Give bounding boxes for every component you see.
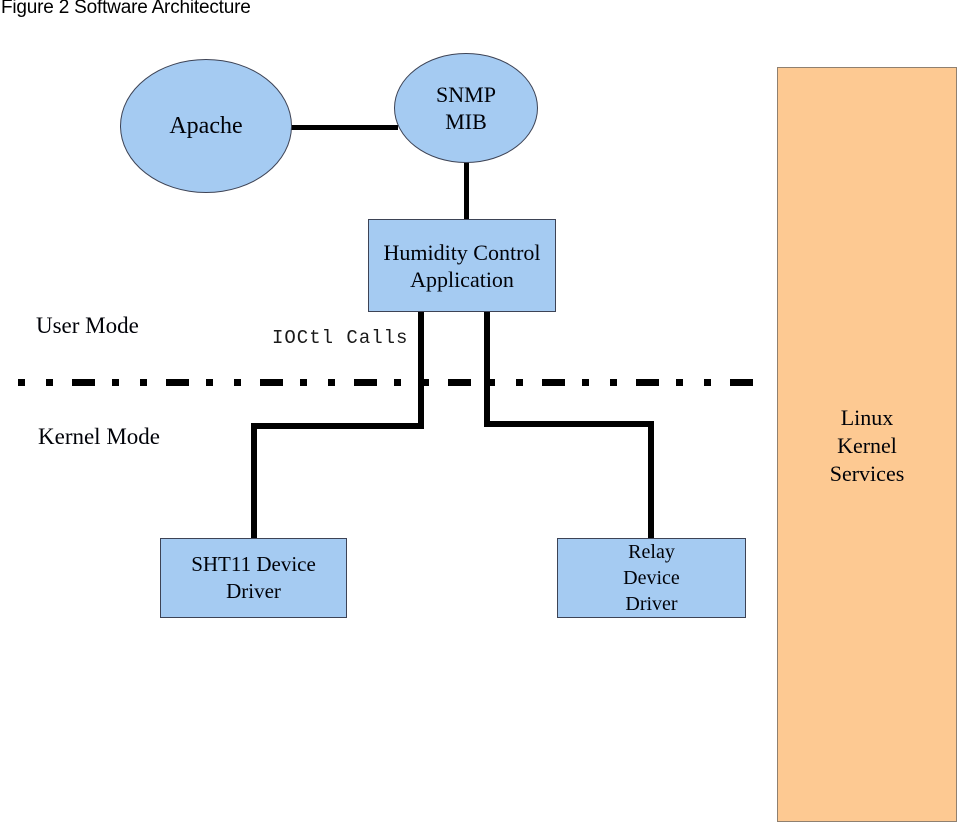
snmp-mib-label-line2: MIB (445, 109, 487, 134)
connector-humidity-sht11-segment-1 (418, 312, 424, 429)
humidity-control-application-node: Humidity Control Application (368, 219, 556, 312)
kernel-services-label-line1: Linux (840, 405, 894, 430)
snmp-mib-label-line1: SNMP (436, 82, 496, 107)
connector-humidity-relay-segment-2 (484, 421, 654, 427)
figure-title: Figure 2 Software Architecture (1, 0, 251, 18)
mode-divider-line (18, 379, 765, 386)
user-mode-label: User Mode (36, 313, 139, 338)
relay-device-driver-node: Relay Device Driver (557, 538, 746, 618)
humidity-label-line1: Humidity Control (383, 239, 541, 265)
apache-label: Apache (169, 112, 243, 139)
ioctl-calls-label: IOCtl Calls (272, 327, 409, 349)
connector-humidity-relay-segment-1 (484, 312, 490, 427)
relay-label-line3: Driver (625, 593, 678, 615)
kernel-services-label: Linux Kernel Services (778, 404, 956, 488)
sht11-label-line1: SHT11 Device (191, 552, 316, 576)
connector-humidity-sht11-segment-2 (251, 423, 424, 429)
kernel-services-label-line2: Kernel (837, 433, 897, 458)
relay-label-line1: Relay (628, 541, 675, 563)
connector-snmp-humidity (464, 162, 469, 220)
connector-humidity-sht11-segment-3 (251, 423, 257, 538)
sht11-device-driver-node: SHT11 Device Driver (160, 538, 347, 618)
humidity-label-line2: Application (410, 266, 514, 292)
linux-kernel-services-panel: Linux Kernel Services (777, 67, 957, 822)
connector-humidity-relay-segment-3 (648, 421, 654, 538)
kernel-mode-label: Kernel Mode (38, 424, 160, 449)
kernel-services-label-line3: Services (829, 461, 905, 486)
sht11-label-line2: Driver (226, 579, 281, 603)
snmp-mib-node: SNMP MIB (394, 53, 538, 163)
connector-apache-snmp (291, 125, 398, 130)
apache-node: Apache (120, 59, 292, 193)
relay-label-line2: Device (623, 567, 680, 589)
